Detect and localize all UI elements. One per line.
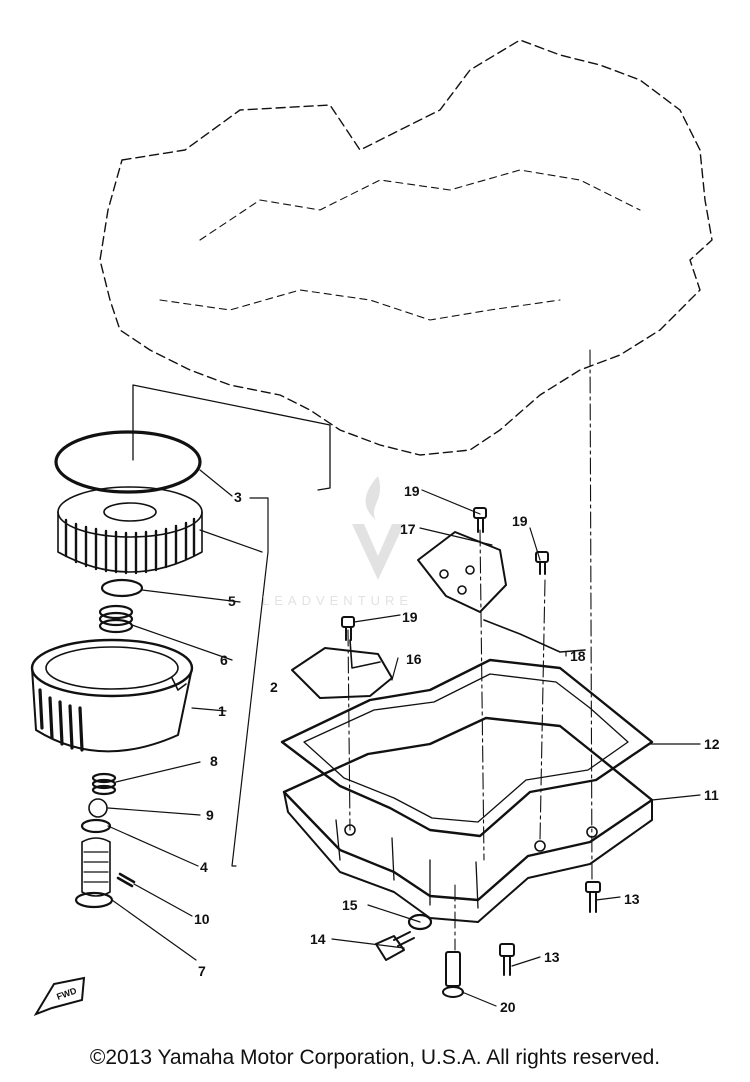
washer-15	[407, 913, 433, 931]
bolt-center-line-3	[539, 579, 546, 841]
callout-3: 3	[234, 489, 242, 505]
callout-1: 1	[218, 703, 226, 719]
callout-13-right: 13	[624, 891, 640, 907]
callout-5: 5	[228, 593, 236, 609]
callout-7: 7	[198, 963, 206, 979]
bolt-center-line-2	[479, 529, 485, 861]
callout-16: 16	[406, 651, 422, 667]
bolt-13a	[585, 881, 601, 913]
ball-9	[88, 798, 108, 818]
bolt-13b	[499, 943, 515, 976]
engine-inner-line	[199, 169, 641, 241]
callout-13-bottom: 13	[544, 949, 560, 965]
callout-18: 18	[570, 648, 586, 664]
filter-bolt-7	[74, 837, 114, 909]
callout-15: 15	[342, 897, 358, 913]
copyright-footer: ©2013 Yamaha Motor Corporation, U.S.A. A…	[89, 1046, 661, 1069]
relief-spring-8	[91, 772, 117, 796]
spring-6	[98, 604, 134, 634]
washer-5	[100, 578, 144, 598]
callout-12: 12	[704, 736, 720, 752]
flame-logo-icon	[352, 476, 404, 580]
fwd-arrow-icon: FWD	[33, 976, 86, 1016]
gasket-12	[280, 658, 654, 838]
callout-10: 10	[194, 911, 210, 927]
callout-19-top: 19	[404, 483, 420, 499]
callout-14: 14	[310, 931, 326, 947]
bolt-20	[442, 951, 464, 998]
baffle-plate-16	[291, 639, 393, 699]
callout-4: 4	[200, 859, 208, 875]
pin-10	[116, 872, 136, 888]
oil-filter-element	[57, 486, 203, 575]
bolt-center-line	[589, 349, 593, 881]
filter-cover-1	[30, 638, 194, 753]
gasket-18	[483, 619, 586, 653]
engine-inner-line-2	[159, 289, 561, 321]
drain-bolt-14	[375, 931, 415, 961]
o-ring-4	[80, 818, 112, 834]
callout-9: 9	[206, 807, 214, 823]
callout-2: 2	[270, 679, 278, 695]
filter-leader-lines	[132, 384, 331, 491]
callout-17: 17	[400, 521, 416, 537]
screw-19a	[473, 507, 487, 533]
bolt-center-line-4	[347, 629, 351, 831]
callout-19-left: 19	[402, 609, 418, 625]
screw-19b	[535, 551, 549, 575]
callout-20: 20	[500, 999, 516, 1015]
callout-6: 6	[220, 652, 228, 668]
engine-outline	[99, 39, 713, 456]
o-ring-3	[54, 430, 202, 494]
callout-leaders	[107, 469, 701, 1007]
callout-11: 11	[704, 787, 719, 803]
strainer-17	[417, 531, 507, 613]
watermark-text: LEADVENTURE	[262, 593, 413, 608]
gasket-12-inner	[303, 673, 629, 823]
callout-19-right: 19	[512, 513, 528, 529]
oil-pan-11	[282, 716, 654, 923]
watermark: LEADVENTURE	[262, 476, 413, 608]
callout-8: 8	[210, 753, 218, 769]
